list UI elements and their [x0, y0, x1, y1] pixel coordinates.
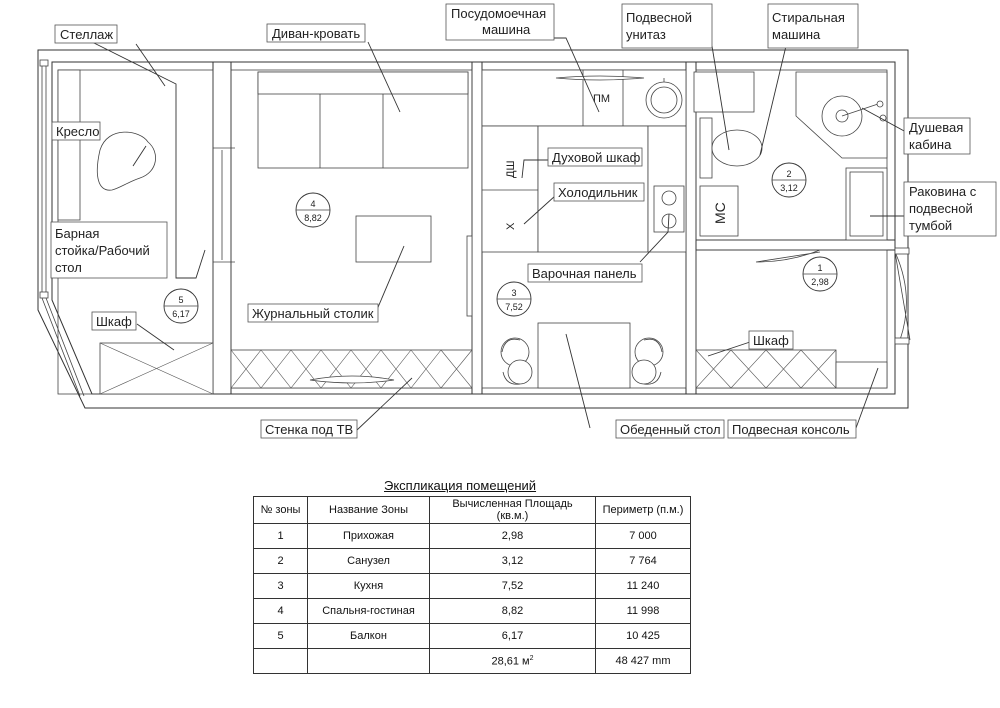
svg-text:3: 3 — [511, 288, 516, 298]
room-explication-table: № зоны Название Зоны Вычисленная Площадь… — [253, 496, 691, 674]
header-area: Вычисленная Площадь(кв.м.) — [429, 496, 596, 524]
upper-units — [693, 71, 755, 113]
armchair — [96, 131, 156, 191]
balcony-wardrobe — [99, 342, 214, 395]
dining-table-set — [500, 322, 664, 389]
svg-text:унитаз: унитаз — [626, 27, 666, 42]
zone-marker-3: 3 7,52 — [496, 281, 532, 317]
tv-wall-unit — [230, 349, 473, 389]
label-bar-counter: Барная стойка/Рабочий стол — [50, 221, 168, 279]
label-stellazh: Стеллаж — [54, 24, 118, 44]
table-row: 2 Санузел 3,12 7 764 — [253, 548, 691, 574]
living-door — [466, 235, 473, 317]
label-dishwasher: Посудомоечная машина — [445, 3, 555, 41]
svg-text:Стиральная: Стиральная — [772, 10, 845, 25]
abbr-pm: ПМ — [593, 93, 610, 105]
svg-text:Подвесной: Подвесной — [626, 10, 692, 25]
label-shower: Душевая кабина — [903, 117, 971, 155]
balcony-shelf — [57, 69, 81, 221]
svg-text:подвесной: подвесной — [909, 201, 973, 216]
svg-text:7,52: 7,52 — [505, 302, 523, 312]
label-console: Подвесная консоль — [727, 419, 857, 439]
label-fridge: Холодильник — [553, 182, 645, 202]
table-total-row: 28,61 м2 48 427 mm — [253, 648, 691, 674]
abbr-ms: МС — [712, 202, 728, 224]
leader-lines — [91, 37, 907, 431]
svg-text:Стеллаж: Стеллаж — [60, 27, 113, 42]
svg-text:машина: машина — [482, 22, 531, 37]
abbr-dsh: ДШ — [505, 160, 517, 178]
header-zone-name: Название Зоны — [307, 496, 430, 524]
entrance-door — [894, 247, 911, 345]
table-header-row: № зоны Название Зоны Вычисленная Площадь… — [253, 496, 691, 524]
svg-text:2,98: 2,98 — [811, 277, 829, 287]
svg-text:8,82: 8,82 — [304, 213, 322, 223]
total-perimeter: 48 427 mm — [595, 648, 691, 674]
svg-text:стойка/Рабочий: стойка/Рабочий — [55, 243, 150, 258]
sofa-bed — [257, 71, 469, 169]
table-row: 3 Кухня 7,52 11 240 — [253, 573, 691, 599]
label-wardrobe-balcony: Шкаф — [91, 311, 137, 331]
balcony-window — [39, 59, 85, 397]
svg-text:Шкаф: Шкаф — [96, 314, 132, 329]
svg-text:тумбой: тумбой — [909, 218, 952, 233]
svg-text:Варочная панель: Варочная панель — [532, 266, 637, 281]
svg-text:3,12: 3,12 — [780, 183, 798, 193]
label-dining-table: Обеденный стол — [615, 419, 725, 439]
header-zone-num: № зоны — [253, 496, 308, 524]
svg-text:6,17: 6,17 — [172, 309, 190, 319]
label-oven: Духовой шкаф — [547, 147, 643, 167]
zone-marker-1: 1 2,98 — [802, 256, 838, 292]
table-title: Экспликация помещений — [384, 478, 537, 493]
table-row: 1 Прихожая 2,98 7 000 — [253, 523, 691, 549]
svg-text:машина: машина — [772, 27, 821, 42]
label-cooktop: Варочная панель — [527, 263, 643, 283]
zone-marker-4: 4 8,82 — [295, 192, 331, 228]
svg-text:Шкаф: Шкаф — [753, 333, 789, 348]
svg-text:Посудомоечная: Посудомоечная — [451, 6, 546, 21]
svg-text:Кресло: Кресло — [56, 124, 100, 139]
coffee-table — [355, 215, 432, 263]
label-armchair: Кресло — [51, 121, 101, 141]
svg-text:1: 1 — [817, 263, 822, 273]
svg-text:Журнальный столик: Журнальный столик — [252, 306, 374, 321]
svg-text:кабина: кабина — [909, 137, 952, 152]
total-area: 28,61 м2 — [429, 648, 596, 674]
svg-text:5: 5 — [178, 295, 183, 305]
svg-text:Холодильник: Холодильник — [558, 185, 638, 200]
svg-text:2: 2 — [786, 169, 791, 179]
label-wardrobe-hall: Шкаф — [748, 330, 794, 350]
label-toilet: Подвесной унитаз — [621, 3, 713, 49]
svg-text:Барная: Барная — [55, 226, 99, 241]
sink-cabinet — [845, 167, 888, 241]
table-row: 5 Балкон 6,17 10 425 — [253, 623, 691, 649]
label-tv-wall: Стенка под ТВ — [260, 419, 358, 439]
zone-marker-2: 2 3,12 — [771, 162, 807, 198]
label-coffee-table: Журнальный столик — [247, 303, 379, 323]
floor-plan: ПМ ДШ Х МС 1 2,98 2 3,12 3 7,52 4 8,82 5… — [37, 3, 997, 439]
label-sink: Раковина с подвесной тумбой — [903, 181, 997, 237]
svg-text:стол: стол — [55, 260, 82, 275]
shower-cabin — [795, 71, 888, 159]
svg-text:Душевая: Душевая — [909, 120, 963, 135]
hall-wardrobe — [695, 349, 888, 389]
toilet — [699, 117, 763, 179]
svg-text:Раковина с: Раковина с — [909, 184, 977, 199]
svg-text:Духовой шкаф: Духовой шкаф — [552, 150, 641, 165]
table-row: 4 Спальня-гостиная 8,82 11 998 — [253, 598, 691, 624]
label-washer: Стиральная машина — [767, 3, 859, 49]
svg-text:Обеденный стол: Обеденный стол — [620, 422, 721, 437]
washing-machine — [699, 185, 739, 237]
header-perimeter: Периметр (п.м.) — [595, 496, 691, 524]
label-divan: Диван-кровать — [266, 23, 366, 43]
svg-text:Подвесная консоль: Подвесная консоль — [732, 422, 850, 437]
svg-text:4: 4 — [310, 199, 315, 209]
svg-text:Диван-кровать: Диван-кровать — [272, 26, 360, 41]
svg-text:Стенка под ТВ: Стенка под ТВ — [265, 422, 353, 437]
zone-marker-5: 5 6,17 — [163, 288, 199, 324]
abbr-x: Х — [505, 222, 517, 230]
bathroom-door — [755, 249, 821, 263]
